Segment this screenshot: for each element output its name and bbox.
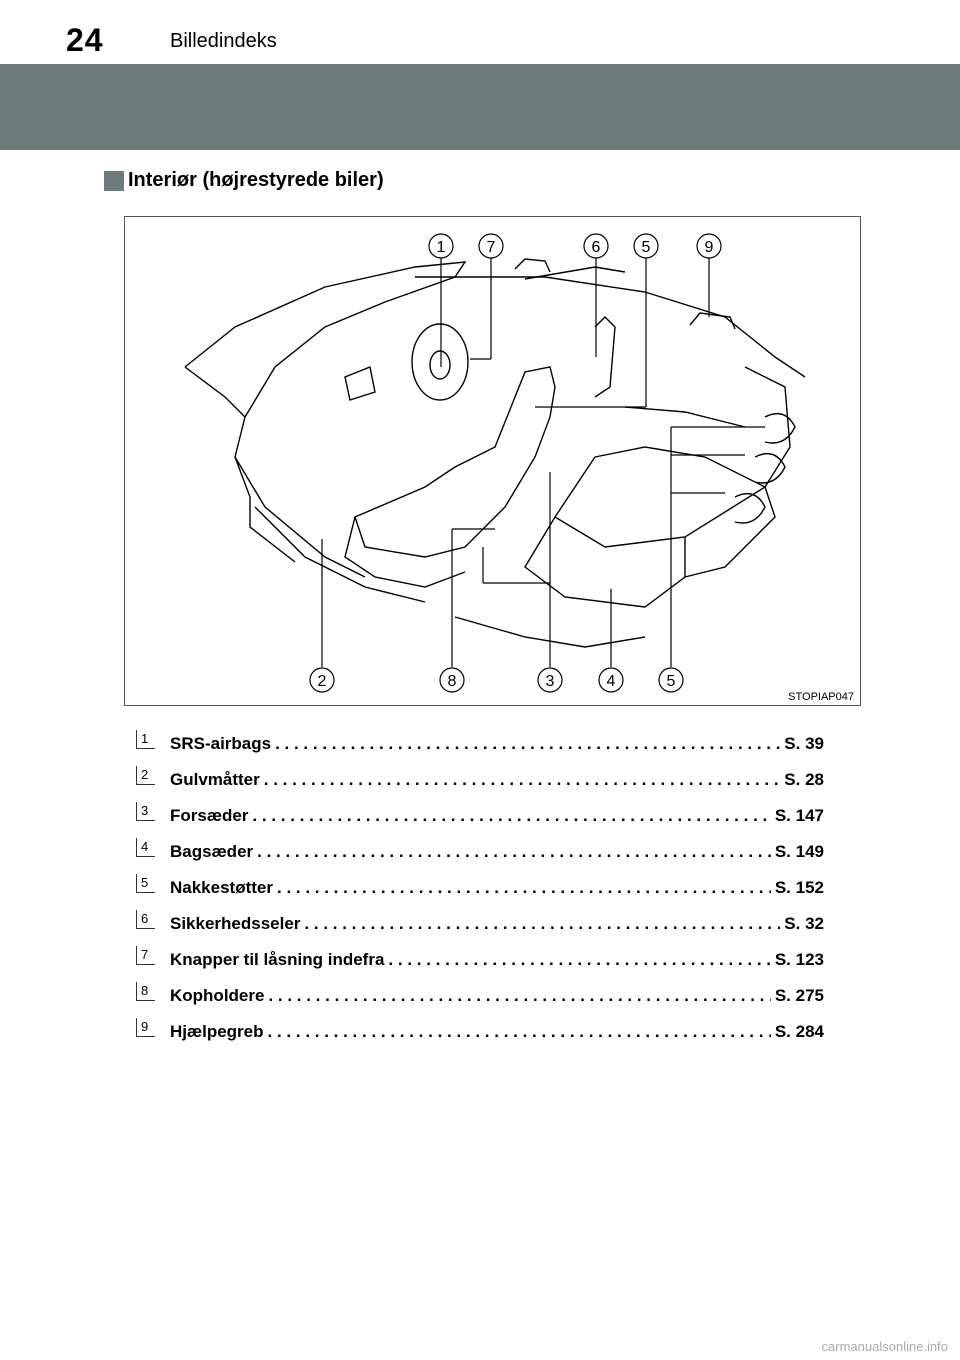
list-item[interactable]: 2 Gulvmåtter S. 28 [136, 764, 836, 800]
callout-2: 2 [318, 673, 327, 690]
callouts-bottom [309, 667, 684, 693]
figure-code: STOPIAP047 [788, 691, 854, 703]
watermark: carmanualsonline.info [821, 1339, 948, 1354]
callouts-top [428, 233, 722, 259]
item-number: 3 [136, 802, 155, 821]
item-label: Sikkerhedsseler [170, 914, 301, 933]
item-page-ref: S. 275 [774, 986, 824, 1005]
item-number: 7 [136, 946, 155, 965]
item-number: 4 [136, 838, 155, 857]
item-label: Hjælpegreb [170, 1022, 264, 1041]
header-band [0, 64, 960, 150]
section-heading: Interiør (højrestyrede biler) [104, 169, 384, 192]
item-label: Gulvmåtter [170, 770, 260, 789]
dot-leader [275, 734, 780, 754]
item-number: 9 [136, 1018, 155, 1037]
dot-leader [264, 770, 781, 790]
index-list: 1 SRS-airbags S. 39 2 Gulvmåtter S. 28 3 F… [136, 728, 836, 1052]
page-number: 24 [66, 22, 104, 58]
list-item[interactable]: 1 SRS-airbags S. 39 [136, 728, 836, 764]
item-page-ref: S. 284 [774, 1022, 824, 1041]
item-number: 2 [136, 766, 155, 785]
item-page-ref: S. 28 [784, 770, 824, 789]
callout-5-top: 5 [642, 239, 651, 256]
list-item[interactable]: 7 Knapper til låsning indefra S. 123 [136, 944, 836, 980]
callout-1: 1 [437, 239, 446, 256]
page-title: Billedindeks [170, 30, 277, 52]
item-label: Kopholdere [170, 986, 265, 1005]
list-item[interactable]: 5 Nakkestøtter S. 152 [136, 872, 836, 908]
callout-9: 9 [705, 239, 714, 256]
callout-3: 3 [546, 673, 555, 690]
dot-leader [268, 1022, 771, 1042]
car-interior-drawing: 1 7 6 5 9 2 8 3 4 5 [184, 233, 806, 693]
dot-leader [388, 950, 770, 970]
item-label: SRS-airbags [170, 734, 272, 753]
callout-5-bottom: 5 [667, 673, 676, 690]
item-page-ref: S. 123 [774, 950, 824, 969]
item-page-ref: S. 32 [784, 914, 824, 933]
item-label: Forsæder [170, 806, 249, 825]
dot-leader [257, 842, 771, 862]
section-title: Interiør (højrestyrede biler) [128, 169, 384, 191]
list-item[interactable]: 3 Forsæder S. 147 [136, 800, 836, 836]
callout-7: 7 [487, 239, 496, 256]
list-item[interactable]: 4 Bagsæder S. 149 [136, 836, 836, 872]
list-item[interactable]: 9 Hjælpegreb S. 284 [136, 1016, 836, 1052]
dot-leader [304, 914, 780, 934]
item-page-ref: S. 147 [774, 806, 824, 825]
page-header: 24 Billedindeks [0, 0, 960, 64]
callout-6: 6 [592, 239, 601, 256]
item-number: 6 [136, 910, 155, 929]
item-page-ref: S. 149 [774, 842, 824, 861]
dot-leader [252, 806, 770, 826]
item-label: Nakkestøtter [170, 878, 273, 897]
list-item[interactable]: 8 Kopholdere S. 275 [136, 980, 836, 1016]
item-number: 5 [136, 874, 155, 893]
item-page-ref: S. 39 [784, 734, 824, 753]
item-number: 8 [136, 982, 155, 1001]
callout-4: 4 [607, 673, 616, 690]
callout-8: 8 [448, 673, 457, 690]
interior-illustration: 1 7 6 5 9 2 8 3 4 5 STOPIAP047 [124, 216, 861, 706]
section-marker-icon [104, 170, 124, 191]
list-item[interactable]: 6 Sikkerhedsseler S. 32 [136, 908, 836, 944]
item-number: 1 [136, 730, 155, 749]
dot-leader [277, 878, 771, 898]
item-label: Bagsæder [170, 842, 254, 861]
item-label: Knapper til låsning indefra [170, 950, 385, 969]
dot-leader [268, 986, 770, 1006]
item-page-ref: S. 152 [774, 878, 824, 897]
